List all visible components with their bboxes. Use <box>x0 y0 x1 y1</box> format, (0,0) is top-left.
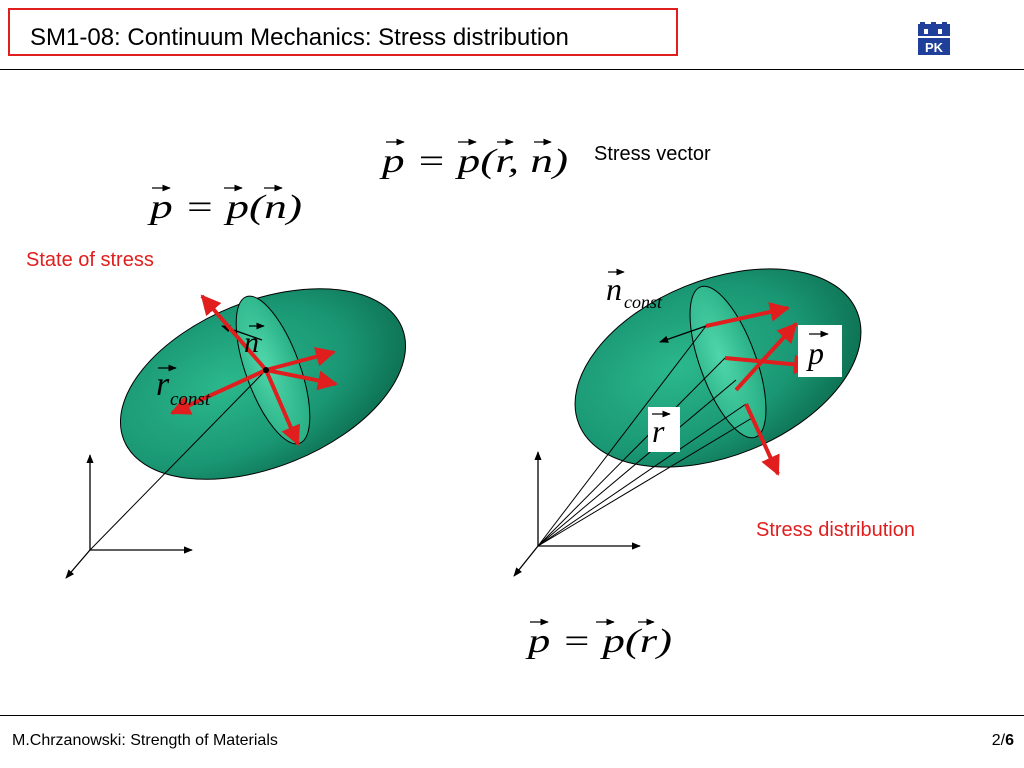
eq-distribution-text: p = p(r) <box>525 623 672 660</box>
left-stress-arrow-4 <box>264 369 301 446</box>
right-stress-arrow-4 <box>744 403 780 476</box>
right-stress-arrow-1 <box>705 302 790 328</box>
left-material-point <box>263 367 269 373</box>
right-axis-y <box>513 545 539 577</box>
page-current: 2/ <box>991 732 1006 749</box>
left-figure: n r const <box>65 288 407 579</box>
stress-diagram: n r const n const <box>65 138 862 660</box>
eq-state-text: p = p(n) <box>147 189 302 226</box>
right-const-text: const <box>624 292 663 312</box>
left-symbol-r-const: r const <box>156 364 211 410</box>
footer-divider <box>0 715 1024 716</box>
equation-stress-vector: p = p(r, n) <box>379 138 568 180</box>
label-stress-distribution: Stress distribution <box>756 519 915 541</box>
right-stress-arrow-3 <box>734 322 798 392</box>
right-stress-arrow-2 <box>724 354 814 375</box>
equation-state-of-stress: p = p(n) <box>147 184 302 226</box>
label-stress-vector: Stress vector <box>594 143 711 165</box>
right-position-vector-3 <box>537 379 737 547</box>
right-position-vector-4 <box>537 403 747 547</box>
footer-author: M.Chrzanowski: Strength of Materials <box>12 732 278 749</box>
right-symbol-r: r <box>648 407 680 452</box>
eq-stress-vector-text: p = p(r, n) <box>379 143 568 180</box>
right-position-vector-5 <box>537 417 753 547</box>
left-n-text: n <box>244 326 259 359</box>
left-const-text: const <box>170 389 211 410</box>
right-r-text: r <box>652 413 665 449</box>
right-symbol-p: p <box>798 325 842 377</box>
right-position-vector-2 <box>537 357 726 547</box>
right-normal-vector <box>659 325 707 343</box>
right-n-text: n <box>606 271 622 307</box>
logo-base <box>918 38 950 55</box>
slide-title: SM1-08: Continuum Mechanics: Stress dist… <box>30 24 569 51</box>
logo-text: PK <box>925 40 944 55</box>
left-r-text: r <box>156 366 170 403</box>
university-logo-icon: PK <box>918 22 950 55</box>
left-symbol-n: n <box>244 322 265 359</box>
right-p-text: p <box>806 335 824 371</box>
page-number: 2/6 <box>992 732 1014 750</box>
left-position-vector <box>89 369 267 551</box>
header-divider <box>0 69 1024 70</box>
right-figure: n const p r <box>513 268 862 577</box>
left-stress-arrow-5 <box>170 368 267 415</box>
equation-distribution: p = p(r) <box>525 618 672 660</box>
left-axis-y <box>65 549 91 579</box>
page-total: 6 <box>1005 732 1014 749</box>
left-stress-arrow-3 <box>265 368 338 391</box>
right-position-vector-1 <box>537 325 707 547</box>
label-state-of-stress: State of stress <box>26 249 154 271</box>
left-stress-arrow-2 <box>265 346 336 372</box>
title-frame: SM1-08: Continuum Mechanics: Stress dist… <box>8 8 678 56</box>
left-stress-arrow-1 <box>200 294 268 372</box>
right-symbol-n-const: n const <box>606 268 663 312</box>
